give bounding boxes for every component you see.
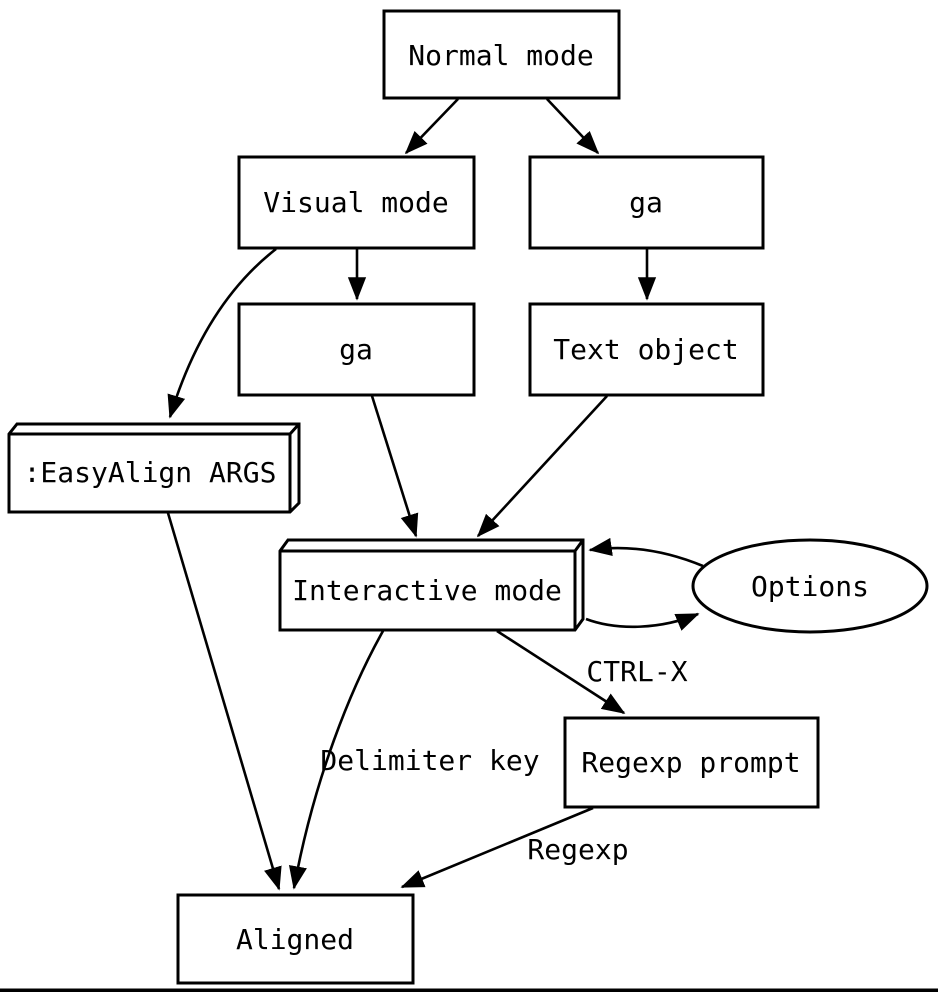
text-object-box: [528, 302, 765, 397]
node-ga-from-normal: ga: [528, 155, 765, 250]
edge-label-delimiter-key: Delimiter key: [320, 744, 539, 777]
edge-easyalign-to-aligned: [166, 512, 282, 891]
ga-normal-box: [528, 155, 765, 250]
edge-label-ctrl-x: CTRL-X: [586, 655, 687, 688]
options-label: Options: [751, 570, 869, 603]
edge-visual-to-easyalign: [167, 247, 277, 419]
node-normal-mode: Normal mode: [382, 9, 621, 100]
ga-normal-label: ga: [629, 186, 663, 219]
normal-mode-label: Normal mode: [408, 39, 593, 72]
easyalign-box3d-inner-edges: [9, 422, 301, 512]
node-aligned: Aligned: [176, 893, 415, 985]
visual-mode-box: [237, 155, 476, 250]
aligned-label: Aligned: [236, 923, 354, 956]
interactive-mode-label: Interactive mode: [292, 574, 562, 607]
edge-ga-to-interactive: [370, 395, 419, 538]
ga-visual-box: [237, 302, 476, 397]
edge-interactive-to-aligned: [288, 630, 385, 890]
edge-normal-to-visual: [404, 98, 459, 155]
bottom-window-edge: [0, 988, 938, 992]
node-text-object: Text object: [528, 302, 765, 397]
edge-normal-to-ga: [546, 98, 600, 155]
node-regexp-prompt: Regexp prompt: [563, 716, 820, 809]
normal-mode-box: [382, 9, 621, 100]
edge-options-to-interactive: [588, 537, 704, 568]
node-visual-mode: Visual mode: [237, 155, 476, 250]
node-easyalign-command: :EasyAlign ARGS: [7, 422, 301, 514]
edge-interactive-to-options: [585, 612, 700, 631]
edge-regexp-to-aligned: [400, 806, 594, 889]
aligned-box: [176, 893, 415, 985]
easyalign-label: :EasyAlign ARGS: [24, 456, 277, 489]
node-options: Options: [691, 538, 929, 634]
visual-mode-label: Visual mode: [263, 186, 448, 219]
options-ellipse: [691, 538, 929, 634]
edge-textobject-to-interactive: [476, 395, 608, 538]
node-interactive-mode: Interactive mode: [278, 538, 585, 632]
text-object-label: Text object: [553, 333, 738, 366]
edges: [166, 98, 704, 891]
node-ga-from-visual: ga: [237, 302, 476, 397]
regexp-prompt-label: Regexp prompt: [581, 746, 800, 779]
regexp-prompt-box: [563, 716, 820, 809]
edge-interactive-to-regexp: [496, 629, 626, 715]
edge-label-regexp: Regexp: [527, 833, 628, 866]
ga-visual-label: ga: [339, 333, 373, 366]
interactive-box3d-inner-edges: [280, 539, 585, 630]
